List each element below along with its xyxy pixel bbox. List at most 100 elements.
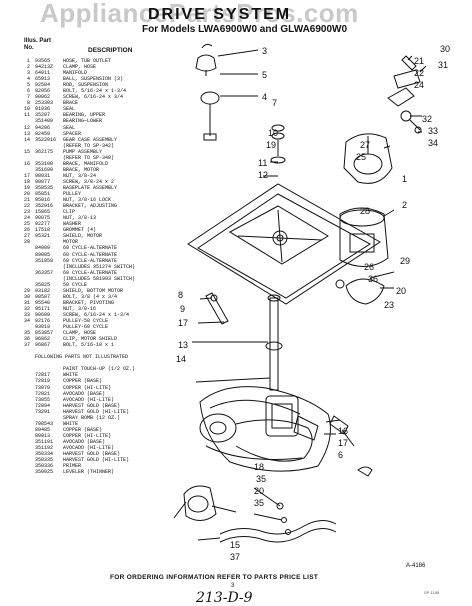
callout-6: 6 <box>338 450 344 460</box>
motor-shield-icon <box>343 133 393 184</box>
part-description: ROD, SUSPENSION <box>63 82 109 89</box>
part-description: SEAL <box>63 124 76 131</box>
part-number: 798543 <box>35 420 54 427</box>
part-description: COPPER (BASE) <box>63 378 103 385</box>
part-description: BRACE, MOTOR <box>63 166 100 173</box>
part-description: SCREW, 6/16-24 x 3/4 <box>63 94 124 101</box>
part-number: 94213Z <box>35 64 54 71</box>
part-number: 91936 <box>35 106 51 113</box>
part-number: 89485 <box>35 426 51 433</box>
exploded-parts-diagram <box>173 43 427 543</box>
part-illus-number: 21 <box>23 197 30 204</box>
part-illus-number: 20 <box>23 191 30 198</box>
part-illus-number: 26 <box>23 227 30 234</box>
part-number: 350334 <box>35 451 54 458</box>
part-illus-number: 22 <box>23 203 30 210</box>
part-description: NUT, 3/8-24 <box>63 172 97 179</box>
drive-belt-icon <box>235 419 313 462</box>
part-description: SCREW, 3/8-24 x 2 <box>63 178 115 185</box>
part-description: COPPER (HI-LITE) <box>63 432 112 439</box>
part-number: 90077 <box>35 178 51 185</box>
part-description: (REFER TO SP-342) <box>63 142 115 149</box>
part-description: CLAMP, HOSE <box>63 64 97 71</box>
part-illus-number: 11 <box>23 112 30 119</box>
part-description: BALL, SUSPENSION (3) <box>63 76 124 83</box>
parts-list-row: 350925 LEVELER (THINNER) <box>18 469 188 475</box>
part-description: SHIELD, BOTTOM MOTOR <box>63 287 124 294</box>
part-description: BASEPLATE ASSEMBLY <box>63 184 118 191</box>
part-description: NUT, 3/8-16 <box>63 305 97 312</box>
part-number: 352916 <box>35 203 54 210</box>
callout-7: 7 <box>272 98 278 108</box>
part-description: WASHER <box>63 221 82 228</box>
part-description: GROMMET (4) <box>63 227 97 234</box>
part-number: 96862 <box>35 336 51 343</box>
callout-34: 34 <box>428 138 439 148</box>
parts-list-row: FOLLOWING PARTS NOT ILLUSTRATED <box>18 354 188 360</box>
part-illus-number: 7 <box>26 94 30 101</box>
part-description: (REFER TO SP-348) <box>63 154 115 161</box>
part-number: 351409 <box>35 118 54 125</box>
part-illus-number: 25 <box>23 221 30 228</box>
column-header-no: No. <box>24 45 34 51</box>
callout-5: 5 <box>262 70 268 80</box>
callout-2: 2 <box>402 200 408 210</box>
part-description: NUT, 3/8-13 <box>63 215 97 222</box>
part-number: 350925 <box>35 469 54 476</box>
part-illus-number: 16 <box>23 160 30 167</box>
part-description: COPPER (HI-LITE) <box>63 384 112 391</box>
part-description: AVOCADO (HI-LITE) <box>63 445 115 451</box>
tub-outlet-hose-icon <box>219 520 337 535</box>
handwritten-note: 213-D-9 <box>196 590 253 606</box>
part-description: LEVELER (THINNER) <box>63 469 115 476</box>
page-title: DRIVE SYSTEM <box>148 6 292 23</box>
part-description: BRACE, MANIFOLD <box>63 160 109 167</box>
part-description: MOTOR <box>63 239 79 246</box>
part-number: 92584 <box>35 82 51 89</box>
part-description: CLAMP, HOSE <box>63 330 97 337</box>
part-illus-number: 10 <box>23 106 30 113</box>
part-description: PUMP ASSEMBLY <box>63 148 103 155</box>
part-number: 89913 <box>35 432 51 439</box>
motor-icon <box>339 207 389 267</box>
part-number: 358535 <box>35 184 54 191</box>
callout-17-right: 17 <box>338 438 349 448</box>
part-number: 95851 <box>35 191 51 198</box>
part-description: BOLT, 5/16-24 x 1-3/4 <box>63 88 127 95</box>
part-number: 350336 <box>35 463 54 470</box>
part-number: 98031 <box>35 172 51 179</box>
part-number: 90587 <box>35 293 51 300</box>
part-description: CLIP <box>63 209 76 216</box>
callout-14: 14 <box>176 354 187 364</box>
part-number: 90075 <box>35 215 51 222</box>
part-number: 95540 <box>35 299 51 306</box>
gear-case-icon <box>199 386 331 472</box>
part-illus-number: 3 <box>26 70 30 77</box>
callout-10: 10 <box>268 128 279 138</box>
part-description: 60 CYCLE-ALTERNATE <box>63 257 118 264</box>
callout-11: 11 <box>258 158 268 168</box>
